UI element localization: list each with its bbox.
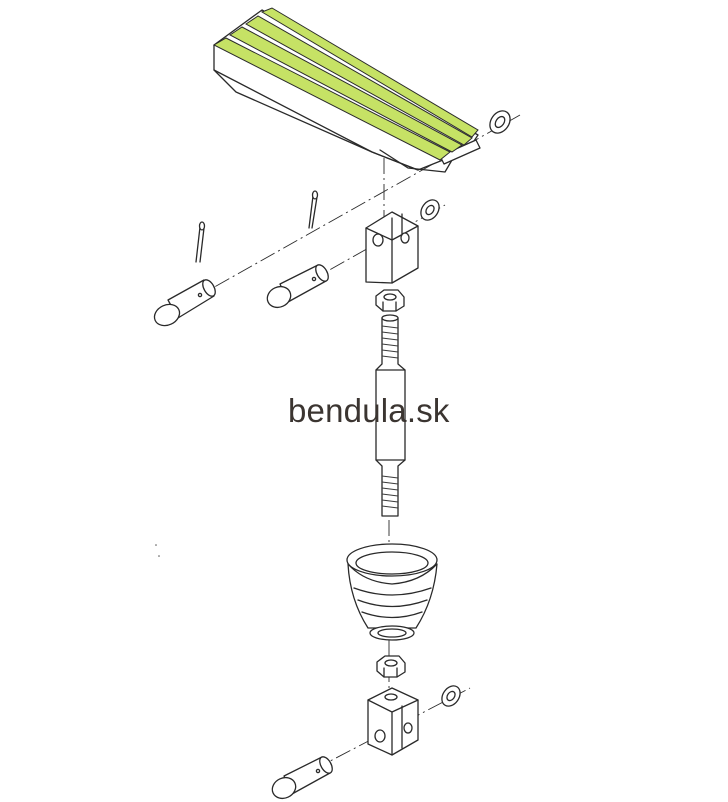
cotter-pin-right xyxy=(308,190,319,229)
rod-thread-lower xyxy=(381,475,399,509)
cotter-pin-left xyxy=(195,221,206,263)
rod-thread-upper xyxy=(381,325,399,359)
washer-lower xyxy=(441,685,461,707)
clevis-lower xyxy=(367,687,419,756)
washer-top xyxy=(489,110,511,134)
rubber-boot xyxy=(346,543,438,641)
clevis-pin-left xyxy=(153,279,216,327)
clevis-pin-lower xyxy=(271,756,333,800)
hex-nut-upper xyxy=(375,289,405,312)
threaded-rod xyxy=(375,314,406,517)
clevis-pin-right xyxy=(266,264,329,309)
pedal-pad xyxy=(212,7,481,173)
scan-specks xyxy=(155,544,160,557)
clevis-upper xyxy=(365,211,419,284)
assembly-axis-lines xyxy=(169,114,521,783)
hex-nut-lower xyxy=(376,655,406,678)
pad-rib-highlights xyxy=(212,7,479,161)
washer-upper xyxy=(420,199,440,221)
watermark-text: bendula.sk xyxy=(288,392,450,429)
